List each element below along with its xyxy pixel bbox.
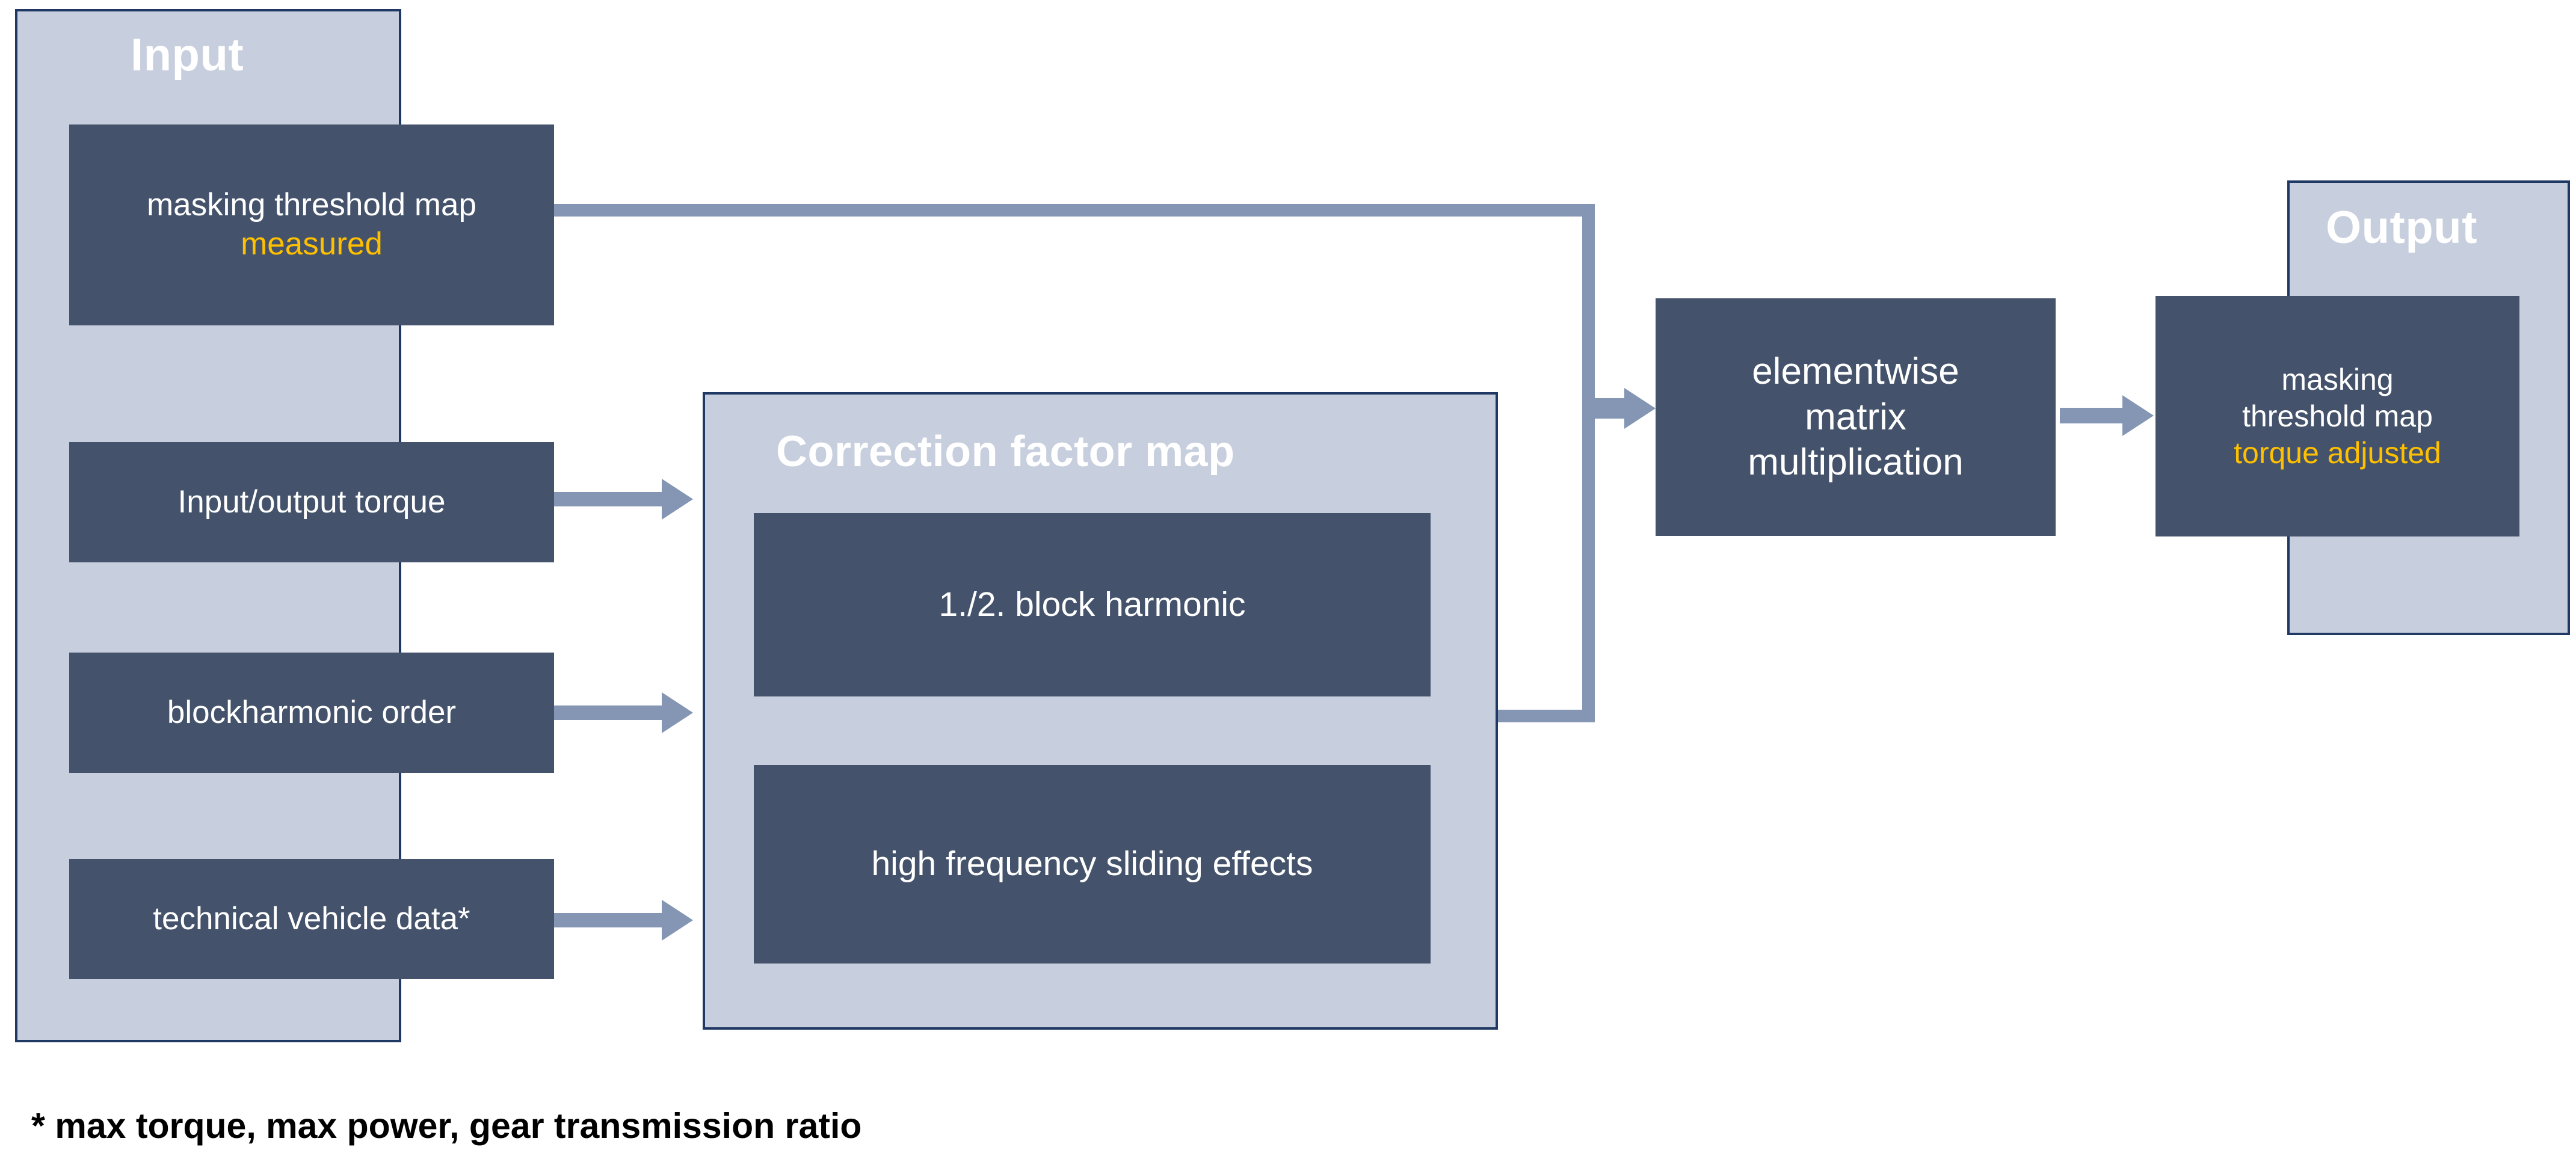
connector-io-torque-to-correction-stem — [554, 492, 665, 506]
input-block-io-torque-label: Input/output torque — [177, 484, 446, 520]
process-block-line3: multiplication — [1748, 441, 1964, 484]
input-block-technical-vehicle-data: technical vehicle data* — [69, 859, 554, 979]
output-block-masking-threshold-map-torque-adjusted: masking threshold map torque adjusted — [2155, 296, 2519, 536]
connector-merge-to-process-arrowhead — [1624, 388, 1656, 429]
input-block-masking-threshold-map-line1: masking threshold map — [147, 187, 476, 223]
output-block-line1: masking — [2281, 362, 2394, 396]
correction-block-block-harmonic: 1./2. block harmonic — [754, 513, 1431, 696]
connector-blockharmonic-to-correction-arrowhead — [662, 692, 693, 733]
correction-block-block-harmonic-label: 1./2. block harmonic — [938, 585, 1246, 624]
connector-correction-to-merge-vertical — [1582, 408, 1595, 710]
connector-correction-to-merge-horizontal — [1498, 710, 1595, 722]
input-block-blockharmonic-order-label: blockharmonic order — [167, 694, 457, 730]
connector-blockharmonic-to-correction-stem — [554, 705, 665, 720]
connector-process-to-output-stem — [2060, 408, 2126, 423]
connector-process-to-output-arrowhead — [2122, 395, 2154, 436]
input-block-masking-threshold-map-line2: measured — [241, 226, 383, 262]
connector-masking-to-merge-vertical — [1582, 204, 1595, 408]
connector-vehicle-data-to-correction-stem — [554, 913, 665, 927]
input-block-blockharmonic-order: blockharmonic order — [69, 653, 554, 773]
connector-masking-to-merge-horizontal — [554, 204, 1595, 217]
correction-factor-map-panel-title: Correction factor map — [776, 428, 1235, 476]
input-panel-title: Input — [131, 29, 244, 81]
input-block-masking-threshold-map: masking threshold map measured — [69, 124, 554, 325]
output-block-line3: torque adjusted — [2234, 435, 2441, 470]
process-block-line1: elementwise — [1752, 351, 1959, 393]
output-block-line2: threshold map — [2242, 399, 2433, 433]
correction-block-sliding-effects: high frequency sliding effects — [754, 765, 1431, 964]
input-block-io-torque: Input/output torque — [69, 442, 554, 562]
process-block-line2: matrix — [1805, 396, 1906, 438]
correction-block-sliding-effects-label: high frequency sliding effects — [871, 844, 1313, 884]
output-panel-title: Output — [2326, 202, 2478, 253]
process-block-elementwise-matrix-multiplication: elementwise matrix multiplication — [1656, 298, 2056, 536]
connector-vehicle-data-to-correction-arrowhead — [662, 900, 693, 941]
input-block-technical-vehicle-data-label: technical vehicle data* — [153, 900, 470, 936]
connector-io-torque-to-correction-arrowhead — [662, 479, 693, 520]
footnote-legend: * max torque, max power, gear transmissi… — [31, 1106, 862, 1146]
